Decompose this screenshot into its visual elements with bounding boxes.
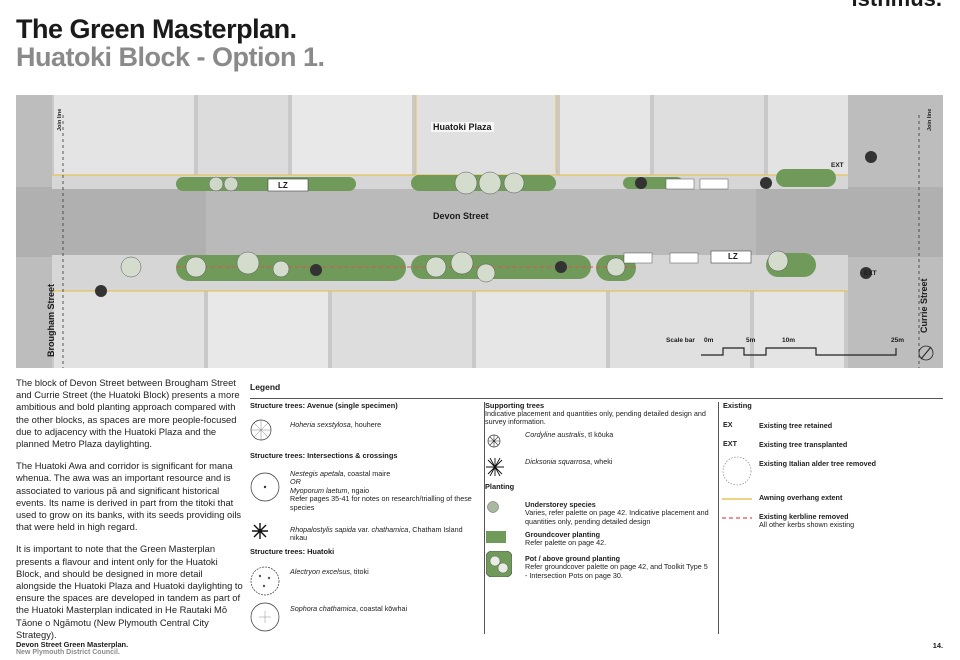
alectryon-common: , titoki xyxy=(349,567,369,576)
ex-code: EX xyxy=(723,420,733,429)
intro-text: The block of Devon Street between Brough… xyxy=(16,377,244,651)
page-number: 14. xyxy=(932,641,943,650)
avenue-heading: Structure trees: Avenue (single specimen… xyxy=(250,401,398,410)
legend-panel: Legend Structure trees: Avenue (single s… xyxy=(250,378,943,636)
or-label: OR xyxy=(290,477,301,487)
join-line-label-left: Join line xyxy=(57,108,63,131)
supporting-note: Indicative placement and quantities only… xyxy=(485,409,706,427)
refer-pages-note: Refer pages 35-41 for notes on research/… xyxy=(290,494,472,512)
alder-removed-icon xyxy=(722,456,752,486)
pot-note: Refer groundcover palette on page 42, an… xyxy=(525,562,708,580)
avenue-species-item: Hoheria sexstylosa, houhere xyxy=(290,420,382,429)
intersections-heading: Structure trees: Intersections & crossin… xyxy=(250,451,398,460)
understorey-heading: Understorey species xyxy=(525,500,596,509)
kerb-line-swatch xyxy=(722,517,752,519)
nikau-item: Rhopalostylis sapida var. chathamica, Ch… xyxy=(290,525,480,543)
existing-heading: Existing xyxy=(723,401,752,410)
wheki-fern-icon xyxy=(486,458,504,476)
pot-heading: Pot / above ground planting xyxy=(525,554,621,563)
alder-label: Existing Italian alder tree removed xyxy=(759,459,877,468)
rhopalostylis-var: var. xyxy=(355,525,372,534)
footer-client: New Plymouth District Council. xyxy=(16,649,120,656)
ex-label: Existing tree retained xyxy=(759,421,833,430)
legend-title: Legend xyxy=(250,382,281,392)
awning-label: Awning overhang extent xyxy=(759,493,843,502)
huatoki-heading: Structure trees: Huatoki xyxy=(250,547,335,556)
dicksonia-item: Dicksonia squarrosa, wheki xyxy=(525,457,613,466)
coastal-maire-tree-icon xyxy=(250,472,280,502)
kerb-note: All other kerbs shown existing xyxy=(759,520,855,530)
brand-logo: isthmus. xyxy=(852,0,942,12)
currie-street-label: Currie Street xyxy=(919,278,929,333)
dicksonia-common: , wheki xyxy=(590,457,613,466)
sophora-name: Sophora chathamica xyxy=(290,604,356,613)
understorey-icon xyxy=(487,501,499,513)
street-plan: Huatoki Plaza Devon Street Brougham Stre… xyxy=(16,95,943,368)
cordyline-name: Cordyline australis xyxy=(525,430,585,439)
intro-paragraph-1: The block of Devon Street between Brough… xyxy=(16,377,240,450)
page-title: The Green Masterplan. xyxy=(16,14,297,44)
rhopalostylis-common: , Chatham Island nikau xyxy=(290,525,463,543)
lz-label-bottom: LZ xyxy=(728,252,738,261)
alectryon-name: Alectryon excelsus xyxy=(290,567,350,576)
houhere-tree-icon xyxy=(250,419,272,441)
scale-mark-0: 0m xyxy=(704,337,714,344)
street-plan-drawing xyxy=(16,95,943,368)
dicksonia-name: Dicksonia squarrosa xyxy=(525,457,591,466)
intro-paragraph-3: It is important to note that the Green M… xyxy=(16,543,243,640)
cordyline-item: Cordyline australis, tī kōuka xyxy=(525,430,614,439)
legend-column-supporting: Supporting trees Indicative placement an… xyxy=(484,401,713,634)
sophora-common: , coastal kōwhai xyxy=(355,604,408,613)
intro-paragraph-2: The Huatoki Awa and corridor is signific… xyxy=(16,460,242,533)
join-line-label-right: Join line xyxy=(927,108,933,131)
ext-code: EXT xyxy=(723,439,737,448)
supporting-heading: Supporting trees xyxy=(485,401,545,410)
awning-line-swatch xyxy=(722,498,752,500)
pot-planting-icon xyxy=(486,551,512,577)
kowhai-tree-icon xyxy=(250,602,280,632)
scale-mark-5: 5m xyxy=(746,337,756,344)
scale-mark-25: 25m xyxy=(891,337,905,344)
avenue-species-name: Hoheria sexstylosa xyxy=(290,420,351,429)
rhopalostylis-name: Rhopalostylis sapida xyxy=(290,525,356,534)
chathamica-name: chathamica xyxy=(371,525,409,534)
understorey-note: Varies, refer palette on page 42. Indica… xyxy=(525,508,709,526)
scale-mark-10: 10m xyxy=(782,337,796,344)
ext-label-bottom: EXT xyxy=(864,270,877,277)
scale-bar-label: Scale bar xyxy=(666,337,695,344)
groundcover-note: Refer palette on page 42. xyxy=(525,538,607,548)
legend-column-existing: Existing EX Existing tree retained EXT E… xyxy=(718,401,944,634)
titoki-item: Alectryon excelsus, titoki xyxy=(290,567,369,576)
page-subtitle: Huatoki Block - Option 1. xyxy=(16,42,325,72)
avenue-common-name: , houhere xyxy=(350,420,382,429)
legend-divider xyxy=(250,398,943,399)
ext-label-top: EXT xyxy=(831,162,844,169)
cordyline-common: , tī kōuka xyxy=(584,430,614,439)
intersections-species-list: Nestegis apetala, coastal maire OR Myopo… xyxy=(290,469,478,512)
lz-label-top: LZ xyxy=(278,181,288,190)
groundcover-heading: Groundcover planting xyxy=(525,530,601,539)
devon-street-label: Devon Street xyxy=(433,211,489,221)
titoki-tree-icon xyxy=(250,566,280,596)
planting-heading: Planting xyxy=(485,482,515,491)
brougham-street-label: Brougham Street xyxy=(46,283,56,357)
myoporum-common: , ngaio xyxy=(347,485,370,495)
huatoki-plaza-label: Huatoki Plaza xyxy=(431,122,494,132)
groundcover-swatch xyxy=(486,531,506,543)
footer-document-title: Devon Street Green Masterplan. xyxy=(16,640,129,649)
kerb-label: Existing kerbline removed xyxy=(759,512,849,521)
nestegis-name: Nestegis apetala xyxy=(290,469,344,478)
nestegis-common: , coastal maire xyxy=(343,469,391,478)
cordyline-icon xyxy=(487,434,501,448)
kowhai-item: Sophora chathamica, coastal kōwhai xyxy=(290,604,408,613)
myoporum-name: Myoporum laetum xyxy=(290,485,348,495)
nikau-palm-icon xyxy=(252,523,268,539)
ext-label: Existing tree transplanted xyxy=(759,440,848,449)
legend-column-structure-trees: Structure trees: Avenue (single specimen… xyxy=(250,401,480,634)
